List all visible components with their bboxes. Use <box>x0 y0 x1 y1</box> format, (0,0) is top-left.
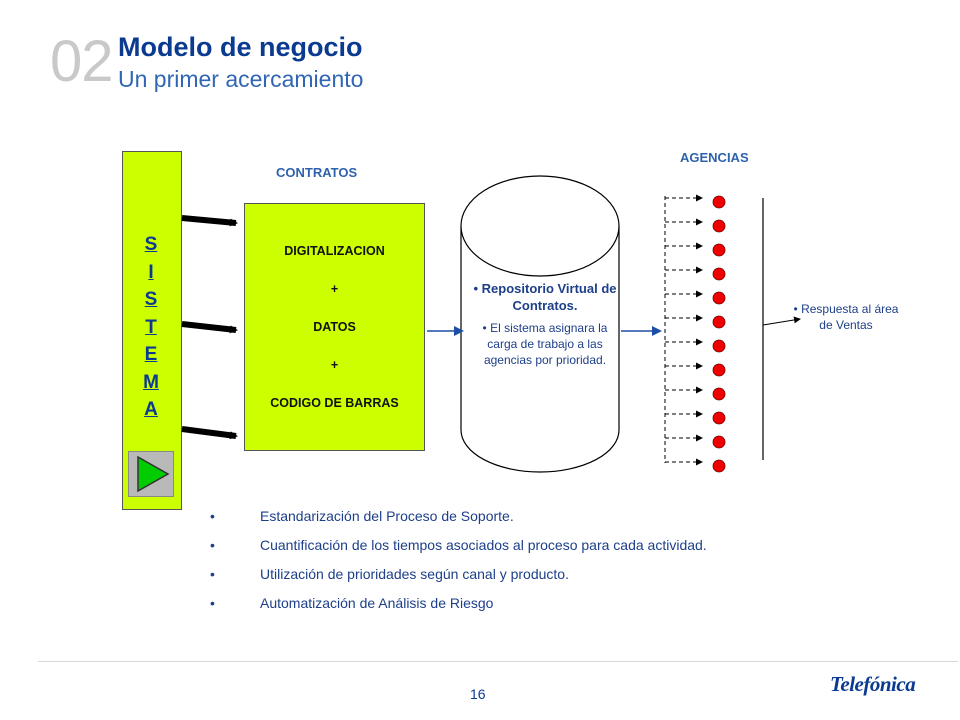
bullet-item: • Cuantificación de los tiempos asociados… <box>210 537 830 566</box>
play-button[interactable] <box>128 451 174 497</box>
sistema-letter: S <box>144 289 158 310</box>
bullet-dot: • <box>210 508 215 524</box>
agencias-label: AGENCIAS <box>680 150 749 165</box>
repository-bullet-1: • Repositorio Virtual de Contratos. <box>473 281 617 313</box>
contracts-line: DATOS <box>313 319 356 334</box>
sistema-arrow <box>181 321 238 334</box>
bullet-text: Cuantificación de los tiempos asociados … <box>260 537 707 553</box>
agency-node <box>712 435 726 449</box>
bullet-item: • Utilización de prioridades según canal … <box>210 566 830 595</box>
sistema-letter: A <box>144 399 158 420</box>
contracts-line: + <box>330 281 339 296</box>
agency-node <box>712 459 726 473</box>
repository-text: • Repositorio Virtual de Contratos. • El… <box>470 280 620 368</box>
agency-node <box>712 243 726 257</box>
repository-cylinder <box>460 226 620 473</box>
bullet-item: • Automatización de Análisis de Riesgo <box>210 595 830 624</box>
telefonica-logo: Telefónica <box>830 672 916 696</box>
contracts-line: CODIGO DE BARRAS <box>270 395 399 410</box>
sistema-letter: S <box>144 234 158 255</box>
sistema-letter: M <box>143 371 159 393</box>
agency-rows <box>665 194 726 473</box>
sistema-bar <box>122 151 182 510</box>
play-icon <box>137 455 170 493</box>
agency-node <box>712 363 726 377</box>
bullet-text: Automatización de Análisis de Riesgo <box>260 595 494 611</box>
repository-bullet-2: • El sistema asignara la carga de trabaj… <box>482 321 608 367</box>
page-number: 16 <box>470 686 486 702</box>
bullet-dot: • <box>210 595 215 611</box>
contratos-label: CONTRATOS <box>276 165 358 180</box>
contracts-line: DIGITALIZACION <box>284 243 385 258</box>
bullet-dot: • <box>210 537 215 553</box>
slide-subtitle: Un primer acercamiento <box>118 66 364 92</box>
sistema-letter: I <box>148 261 154 283</box>
agency-node <box>712 195 726 209</box>
contracts-box: DIGITALIZACION + DATOS + CODIGO DE BARRA… <box>244 203 425 451</box>
agency-node <box>712 291 726 305</box>
repository-cylinder-top <box>460 175 620 277</box>
agency-node <box>712 411 726 425</box>
agency-node <box>712 339 726 353</box>
sistema-letter: T <box>145 316 157 338</box>
sistema-label: S I S T E M A <box>122 231 180 424</box>
bullet-text: Utilización de prioridades según canal y… <box>260 566 569 582</box>
slide-number: 02 <box>50 29 114 94</box>
sistema-letter: E <box>144 344 158 365</box>
bullet-dot: • <box>210 566 215 582</box>
bullet-list: • Estandarización del Proceso de Soporte.… <box>210 508 830 624</box>
footer-divider <box>38 661 958 662</box>
agency-node <box>712 387 726 401</box>
bullet-item: • Estandarización del Proceso de Soporte. <box>210 508 830 537</box>
agency-node <box>712 315 726 329</box>
sistema-arrow <box>181 426 238 440</box>
respuesta-arrow <box>762 316 801 326</box>
sistema-arrow <box>181 215 238 227</box>
bullet-text: Estandarización del Proceso de Soporte. <box>260 508 514 524</box>
respuesta-text: • Respuesta al área de Ventas <box>793 302 899 332</box>
agency-node <box>712 267 726 281</box>
contracts-line: + <box>330 357 339 372</box>
slide-title: Modelo de negocio <box>118 32 363 62</box>
agency-node <box>712 219 726 233</box>
